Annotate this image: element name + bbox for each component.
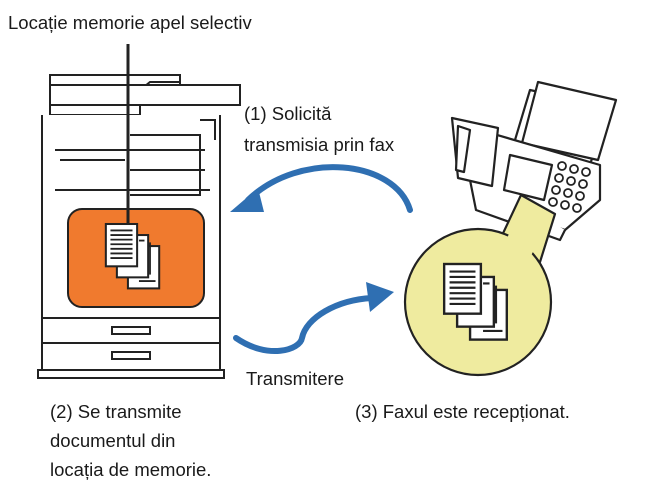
step2-label-line1: (2) Se transmite: [50, 401, 182, 422]
memory-location-label: Locație memorie apel selectiv: [8, 12, 252, 33]
request-arrow: [245, 164, 413, 213]
step2-label-line3: locația de memorie.: [50, 459, 212, 480]
request-arrow-head: [230, 188, 264, 212]
step1-label-line1: (1) Solicită: [244, 103, 332, 124]
transmission-label: Transmitere: [246, 368, 345, 389]
step1-label-line2: transmisia prin fax: [244, 134, 395, 155]
step3-label: (3) Faxul este recepționat.: [355, 401, 570, 422]
transmission-arrow-head: [366, 282, 394, 312]
transmission-arrow: [233, 295, 375, 354]
step2-label-line2: documentul din: [50, 430, 176, 451]
received-document-bubble: [403, 193, 557, 377]
